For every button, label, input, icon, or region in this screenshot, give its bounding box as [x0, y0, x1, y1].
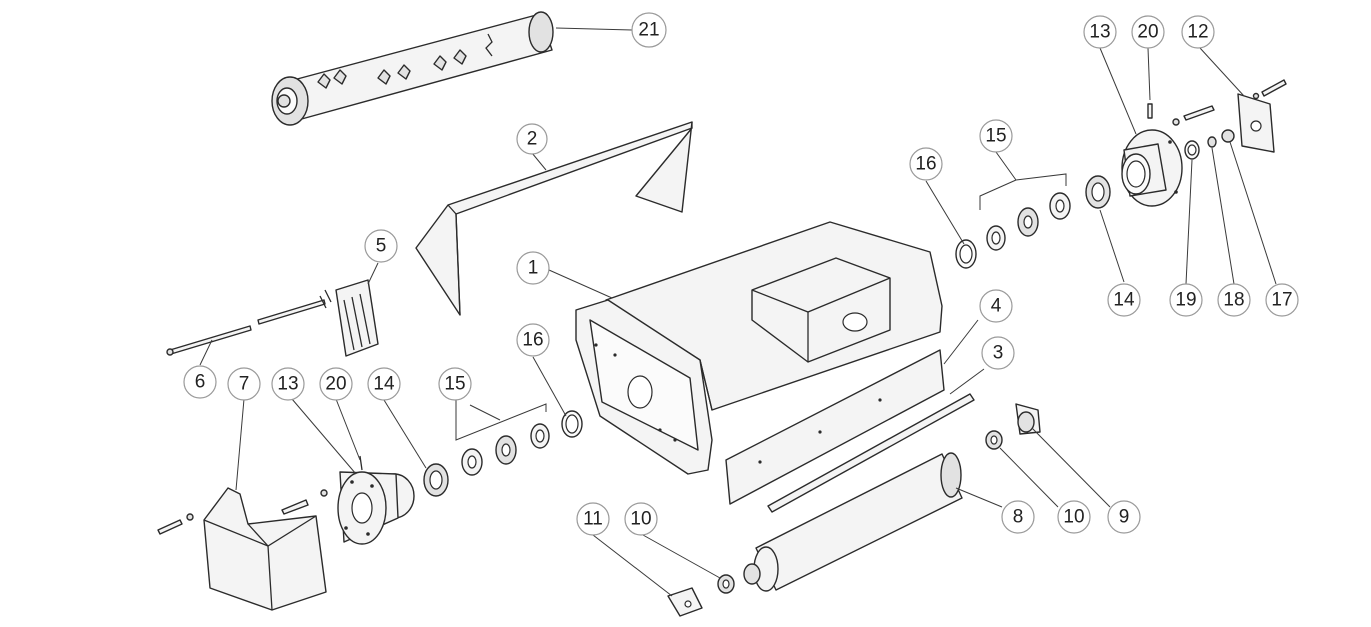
bearing-stack-right [955, 175, 1111, 269]
svg-text:3: 3 [993, 343, 1004, 364]
skid-guard [203, 487, 327, 611]
callout-7: 7 [227, 367, 261, 401]
bearing-housing-right [1121, 129, 1183, 207]
callout-16-right: 16 [909, 147, 943, 181]
callout-13-right: 13 [1083, 15, 1117, 49]
callout-16-left: 16 [516, 323, 550, 357]
left-bolt-set [157, 489, 328, 535]
svg-text:16: 16 [915, 154, 936, 175]
long-bolt [166, 289, 332, 356]
svg-text:15: 15 [985, 126, 1006, 147]
callout-15-right: 15 [979, 119, 1013, 153]
svg-text:11: 11 [583, 509, 603, 530]
svg-text:7: 7 [239, 374, 250, 395]
callout-1: 1 [516, 251, 550, 285]
svg-text:10: 10 [1063, 507, 1084, 528]
svg-text:9: 9 [1119, 507, 1130, 528]
callout-15-left: 15 [438, 367, 472, 401]
callout-13-left: 13 [271, 367, 305, 401]
svg-text:17: 17 [1271, 290, 1292, 311]
callout-4: 4 [979, 289, 1013, 323]
svg-text:20: 20 [325, 374, 346, 395]
right-fittings [1147, 79, 1287, 160]
bearing-stack-left [423, 410, 583, 497]
callout-10-lower: 10 [624, 502, 658, 536]
rear-roller [743, 452, 963, 592]
callout-17: 17 [1265, 283, 1299, 317]
bearing-housing-left [337, 455, 415, 545]
svg-text:13: 13 [277, 374, 298, 395]
callout-3: 3 [981, 336, 1015, 370]
callout-21: 21 [631, 12, 667, 48]
svg-text:2: 2 [527, 129, 538, 150]
leader-lines [199, 27, 1277, 597]
svg-text:21: 21 [638, 20, 659, 41]
callout-11: 11 [576, 502, 610, 536]
svg-text:13: 13 [1089, 22, 1110, 43]
callout-20-left: 20 [319, 367, 353, 401]
svg-text:10: 10 [630, 509, 651, 530]
callout-5: 5 [364, 229, 398, 263]
svg-text:1: 1 [528, 258, 539, 279]
callout-18: 18 [1217, 283, 1251, 317]
callout-20-right: 20 [1131, 15, 1165, 49]
svg-text:14: 14 [373, 374, 395, 395]
svg-text:8: 8 [1013, 507, 1024, 528]
svg-text:19: 19 [1175, 290, 1196, 311]
main-housing [575, 221, 943, 475]
callout-10-right: 10 [1057, 500, 1091, 534]
callout-12: 12 [1181, 15, 1215, 49]
rear-plate [725, 349, 945, 505]
callout-6: 6 [183, 365, 217, 399]
callout-19: 19 [1169, 283, 1203, 317]
svg-text:14: 14 [1113, 290, 1135, 311]
svg-text:5: 5 [376, 236, 387, 257]
roller-fittings [667, 403, 1041, 617]
callout-14-right: 14 [1107, 283, 1141, 317]
svg-text:6: 6 [195, 372, 206, 393]
callout-2: 2 [516, 123, 548, 155]
rotor-shaft [271, 11, 554, 126]
wear-strip [767, 393, 975, 513]
svg-text:20: 20 [1137, 22, 1158, 43]
callout-8: 8 [1001, 500, 1035, 534]
svg-text:15: 15 [444, 374, 465, 395]
callout-14-left: 14 [367, 367, 401, 401]
svg-text:16: 16 [522, 330, 543, 351]
callout-9: 9 [1107, 500, 1141, 534]
svg-text:12: 12 [1187, 22, 1208, 43]
svg-text:18: 18 [1223, 290, 1244, 311]
svg-text:4: 4 [991, 296, 1002, 317]
top-guard [415, 121, 693, 316]
bracket-plate [335, 279, 379, 357]
